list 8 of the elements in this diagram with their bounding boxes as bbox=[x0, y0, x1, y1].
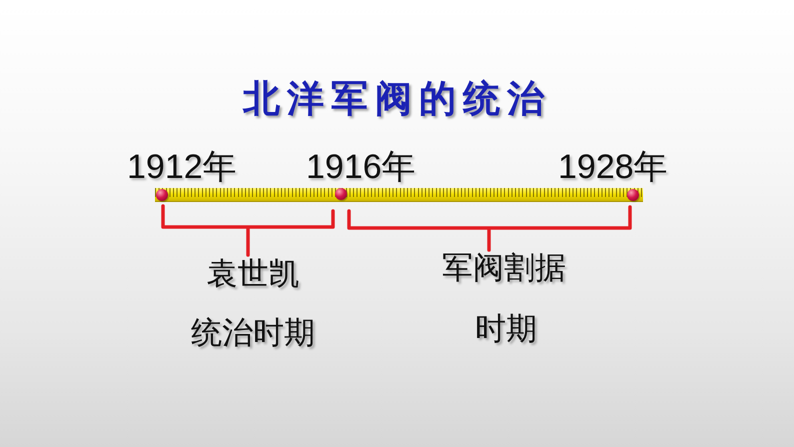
year-label: 1916年 bbox=[306, 150, 416, 184]
period-label: 袁世凯 bbox=[206, 259, 300, 290]
period-label: 统治时期 bbox=[191, 318, 315, 349]
year-label: 1912年 bbox=[127, 150, 237, 184]
year-label: 1928年 bbox=[558, 150, 668, 184]
title: 北洋军阀的统治 bbox=[243, 80, 551, 117]
period-label: 军阀割据 bbox=[442, 253, 566, 284]
period-label: 时期 bbox=[475, 314, 537, 345]
